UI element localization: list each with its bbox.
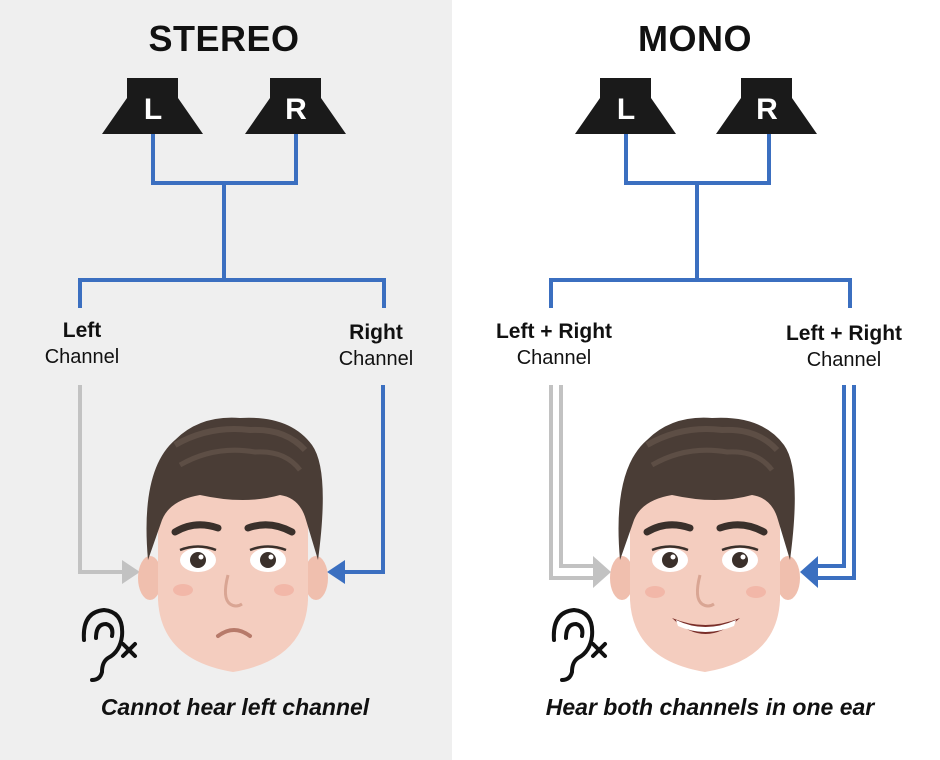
stereo-left-channel-label: Left Channel: [22, 318, 142, 370]
mono-left-channel-label: Left + Right Channel: [484, 319, 624, 371]
mono-speaker-right-icon: R: [716, 78, 817, 134]
stereo-speaker-right-icon: R: [245, 78, 346, 134]
stereo-face-avatar: [138, 417, 328, 672]
stereo-speaker-left-label: L: [144, 93, 162, 126]
stereo-right-channel-normal: Channel: [338, 348, 414, 370]
stereo-speaker-left-icon: L: [102, 78, 203, 134]
stereo-wiring: [78, 134, 386, 308]
mono-speaker-left-label: L: [617, 93, 635, 126]
mono-left-channel-normal: Channel: [516, 347, 592, 369]
mono-ear-muted-icon: [551, 607, 607, 682]
stereo-left-channel-normal: Channel: [44, 346, 120, 368]
stereo-caption: Cannot hear left channel: [100, 694, 370, 720]
stereo-right-channel-label: Right Channel: [316, 320, 436, 372]
stereo-right-channel-bold: Right: [349, 321, 403, 344]
mono-left-channel-bold: Left + Right: [495, 320, 613, 343]
mono-speaker-right-label: R: [756, 93, 778, 126]
mono-right-channel-normal: Channel: [806, 349, 882, 371]
stereo-ear-muted-icon: [81, 607, 137, 682]
mono-right-channel-label: Left + Right Channel: [774, 321, 914, 373]
mono-title: MONO: [638, 18, 752, 59]
mono-right-channel-bold: Left + Right: [785, 322, 903, 345]
mono-caption: Hear both channels in one ear: [545, 694, 875, 720]
stereo-speaker-right-label: R: [285, 93, 307, 126]
mono-face-avatar: [610, 417, 800, 672]
stereo-title: STEREO: [148, 18, 300, 59]
mono-wiring: [549, 134, 852, 308]
mono-speaker-left-icon: L: [575, 78, 676, 134]
stereo-left-channel-bold: Left: [62, 319, 102, 342]
mono-arrows: [549, 385, 856, 588]
stereo-arrows: [78, 385, 385, 584]
